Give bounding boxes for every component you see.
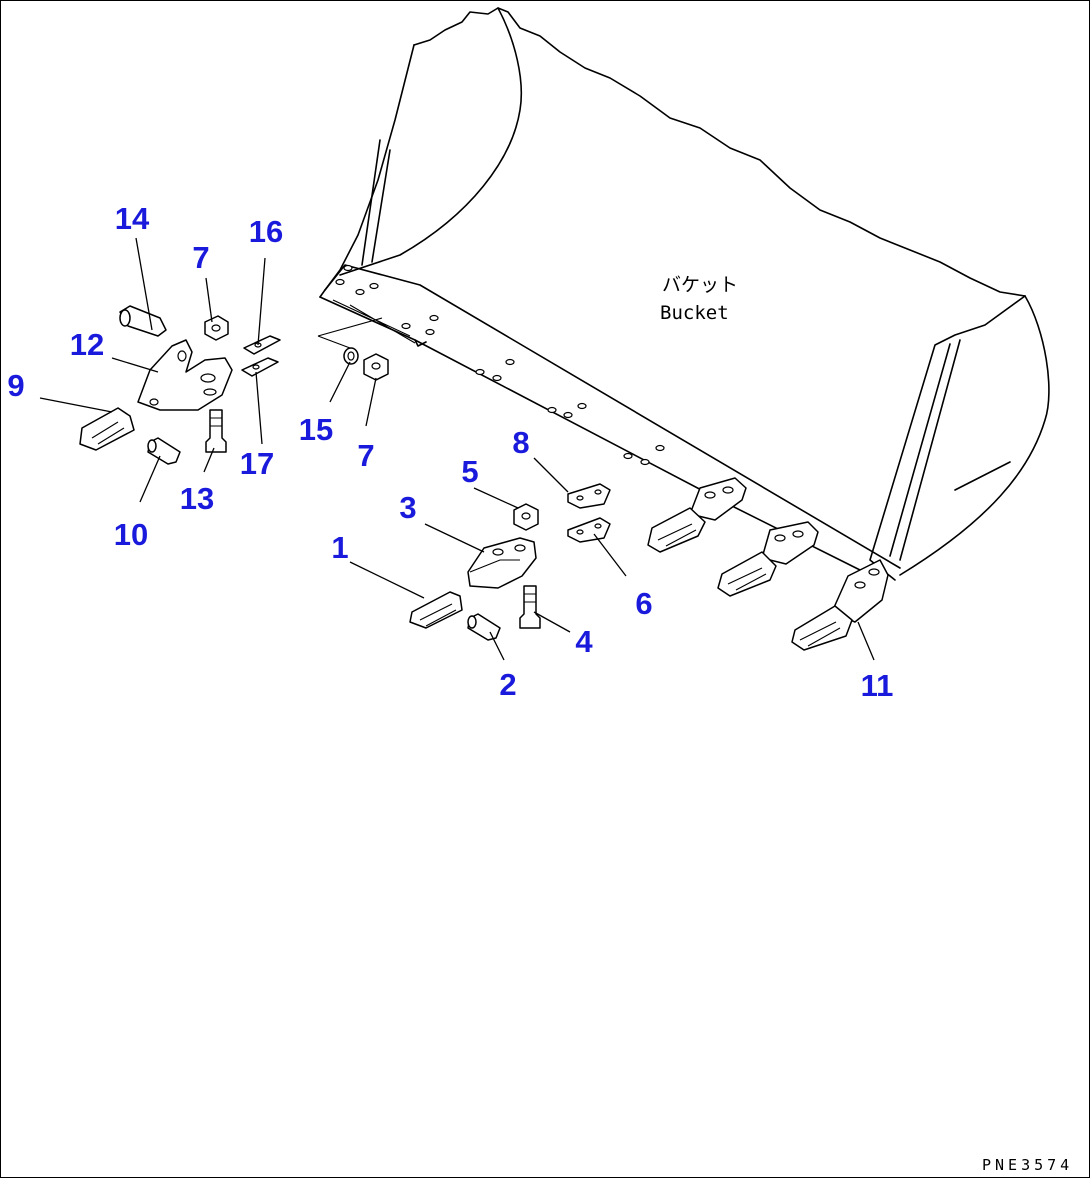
callout-7-upper: 7 <box>192 240 209 275</box>
nut-7-upper <box>204 315 229 341</box>
callout-2: 2 <box>499 667 516 702</box>
callout-5: 5 <box>461 454 478 489</box>
mounted-tooth-2 <box>717 521 819 597</box>
callout-9: 9 <box>7 368 24 403</box>
bucket-top-edge <box>413 7 1026 297</box>
callout-6: 6 <box>635 586 652 621</box>
mounted-tooth-1 <box>647 477 747 553</box>
edge-holes <box>335 264 665 466</box>
callout-17: 17 <box>240 446 274 481</box>
callout-numbers: 14 7 16 12 9 15 7 17 13 10 8 5 3 1 6 4 2… <box>7 201 893 703</box>
callout-16: 16 <box>249 214 283 249</box>
bucket-label-en: Bucket <box>660 302 729 324</box>
cutting-edge-front <box>319 289 427 347</box>
bolt-13 <box>205 409 227 453</box>
callout-3: 3 <box>399 490 416 525</box>
callout-1: 1 <box>331 530 348 565</box>
shims-16-17 <box>241 335 281 377</box>
bolt-14 <box>119 305 167 337</box>
callout-8: 8 <box>512 425 529 460</box>
adapter-3 <box>467 537 537 589</box>
bolt-4 <box>519 585 541 629</box>
callout-15: 15 <box>299 412 333 447</box>
edge-detail-lines <box>317 317 383 349</box>
pin-10 <box>147 437 181 465</box>
nut-7-lower <box>363 353 389 381</box>
bucket-left-inner <box>339 7 523 276</box>
shim-8 <box>567 483 611 509</box>
tooth-1 <box>409 591 463 629</box>
bucket-right-rib <box>889 339 1011 561</box>
callout-10: 10 <box>114 517 148 552</box>
cutting-edge-bevel <box>332 299 416 344</box>
upper-left-group <box>79 305 389 465</box>
bucket-left-rib <box>361 139 391 266</box>
bucket-right-side <box>899 295 1050 576</box>
callout-11: 11 <box>861 668 894 703</box>
corner-adapter-12 <box>137 339 233 411</box>
mounted-tooth-3-corner <box>791 559 889 651</box>
callout-13: 13 <box>180 481 214 516</box>
callout-14: 14 <box>115 201 150 236</box>
callout-7-lower: 7 <box>357 438 374 473</box>
leader-lines <box>39 237 875 661</box>
drawing-code: PNE3574 <box>982 1156 1073 1174</box>
washer-15 <box>343 347 359 365</box>
bucket-left-side <box>324 44 415 291</box>
pin-2 <box>467 613 501 641</box>
callout-4: 4 <box>575 624 593 659</box>
center-group <box>409 483 611 641</box>
nut-5 <box>513 503 539 531</box>
callout-12: 12 <box>70 327 104 362</box>
tooth-9 <box>79 407 135 451</box>
cutting-edge-top <box>324 264 901 569</box>
bucket-right-plate <box>869 295 1026 581</box>
bucket-label-jp: バケット <box>662 274 738 296</box>
bucket <box>317 7 1050 651</box>
shim-6 <box>567 517 611 543</box>
